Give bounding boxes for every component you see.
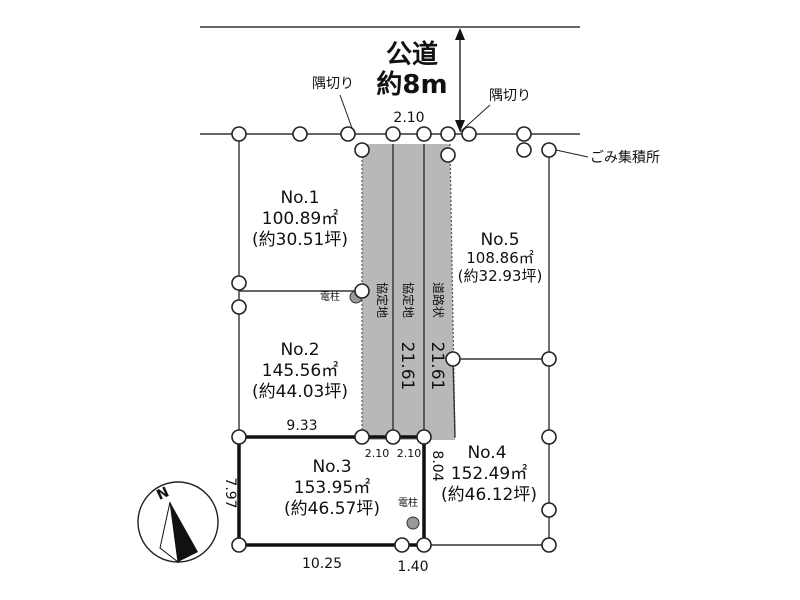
dim-mid-left: 9.33 xyxy=(286,418,317,434)
corner-cut-left-label: 隅切り xyxy=(312,76,354,92)
boundary-no4-west-upper xyxy=(452,358,456,438)
pin xyxy=(340,126,356,142)
pin xyxy=(416,429,432,445)
pin xyxy=(440,126,456,142)
pin xyxy=(541,429,557,445)
pin xyxy=(541,351,557,367)
pin xyxy=(354,429,370,445)
utility-pole-1-label: 電柱 xyxy=(320,290,340,303)
lot-no1-area: 100.89㎡ xyxy=(262,209,338,229)
road-arrow-head-bottom xyxy=(455,120,465,132)
strip-length-2: 21.61 xyxy=(427,342,447,391)
utility-pole-2-label: 電柱 xyxy=(398,496,418,509)
pin xyxy=(354,283,370,299)
north-compass: N xyxy=(137,481,219,564)
lot-no5-area: 108.86㎡ xyxy=(466,249,534,267)
garbage-leader xyxy=(555,149,589,158)
lot-no3-area: 153.95㎡ xyxy=(294,478,370,498)
lot-no5-name: No.5 xyxy=(480,230,519,250)
pin xyxy=(385,429,401,445)
pin xyxy=(541,142,557,158)
boundary-pins xyxy=(231,126,557,553)
lot-no4-label: No.4 152.49㎡ (約46.12坪) xyxy=(441,443,537,505)
lot-no1-tsubo: (約30.51坪) xyxy=(252,230,348,250)
pin xyxy=(516,126,532,142)
lot-no2-tsubo: (約44.03坪) xyxy=(252,382,348,402)
pin xyxy=(416,537,432,553)
shared-driveway xyxy=(362,144,455,440)
garbage-point-label: ごみ集積所 xyxy=(590,149,660,166)
pin xyxy=(394,537,410,553)
lot-no2-area: 145.56㎡ xyxy=(262,361,338,381)
dim-mid-a: 2.10 xyxy=(365,447,390,460)
lot-no4-name: No.4 xyxy=(467,443,506,463)
pin xyxy=(231,537,247,553)
dim-top: 2.10 xyxy=(393,110,424,126)
lot-no2-label: No.2 145.56㎡ (約44.03坪) xyxy=(252,340,348,402)
dim-no3-left: 7.97 xyxy=(222,477,238,508)
strip-label-kyotei-1-group: 協定地 xyxy=(375,282,390,318)
pin xyxy=(292,126,308,142)
lot-no3-tsubo: (約46.57坪) xyxy=(284,499,380,519)
strip-label-kyotei-2-group: 協定地 xyxy=(401,282,416,318)
strip-length-1: 21.61 xyxy=(397,342,417,391)
pin xyxy=(231,126,247,142)
pin xyxy=(440,147,456,163)
pin xyxy=(516,142,532,158)
road-label-line1: 公道 xyxy=(386,39,438,70)
lot-no3-label: No.3 153.95㎡ (約46.57坪) xyxy=(284,457,380,519)
pin xyxy=(445,351,461,367)
pin xyxy=(231,275,247,291)
strip-label-kyotei-2: 協定地 xyxy=(401,282,416,318)
pin xyxy=(541,537,557,553)
dim-no3-right-group: 8.04 xyxy=(429,450,445,481)
pin xyxy=(385,126,401,142)
road-arrow-head-top xyxy=(455,28,465,40)
corner-cut-right-label: 隅切り xyxy=(489,88,531,104)
lot-no4-area: 152.49㎡ xyxy=(451,464,527,484)
lot-no4-tsubo: (約46.12坪) xyxy=(441,485,537,505)
strip-length-2-group: 21.61 xyxy=(427,342,447,391)
dim-no3-right: 8.04 xyxy=(429,450,445,481)
corner-cut-left-leader xyxy=(339,94,353,129)
pin xyxy=(416,126,432,142)
strip-length-1-group: 21.61 xyxy=(397,342,417,391)
dim-no3-left-group: 7.97 xyxy=(222,477,238,508)
dim-mid-b: 2.10 xyxy=(397,447,422,460)
road-label-line2: 約8m xyxy=(376,69,447,100)
lot-no2-name: No.2 xyxy=(280,340,319,360)
pin xyxy=(231,299,247,315)
dim-bottom-right: 1.40 xyxy=(397,559,428,575)
compass-needle-light xyxy=(159,501,179,564)
driveway-edge-right xyxy=(449,143,456,441)
strip-label-note: 道路状 xyxy=(431,282,446,318)
lot-no1-label: No.1 100.89㎡ (約30.51坪) xyxy=(252,188,348,250)
lot-no3-name: No.3 xyxy=(312,457,351,477)
pin xyxy=(354,142,370,158)
compass-needle-dark xyxy=(170,502,198,562)
strip-label-note-group: 道路状 xyxy=(431,282,446,318)
utility-pole-2 xyxy=(406,516,420,530)
pin xyxy=(541,502,557,518)
lot-no1-name: No.1 xyxy=(280,188,319,208)
lot-no3-outline xyxy=(237,435,426,547)
dim-bottom-left: 10.25 xyxy=(302,556,342,572)
lot-no5-tsubo: (約32.93坪) xyxy=(458,267,543,285)
pin xyxy=(461,126,477,142)
pin xyxy=(231,429,247,445)
lot-no5-label: No.5 108.86㎡ (約32.93坪) xyxy=(458,230,543,285)
strip-label-kyotei-1: 協定地 xyxy=(375,282,390,318)
